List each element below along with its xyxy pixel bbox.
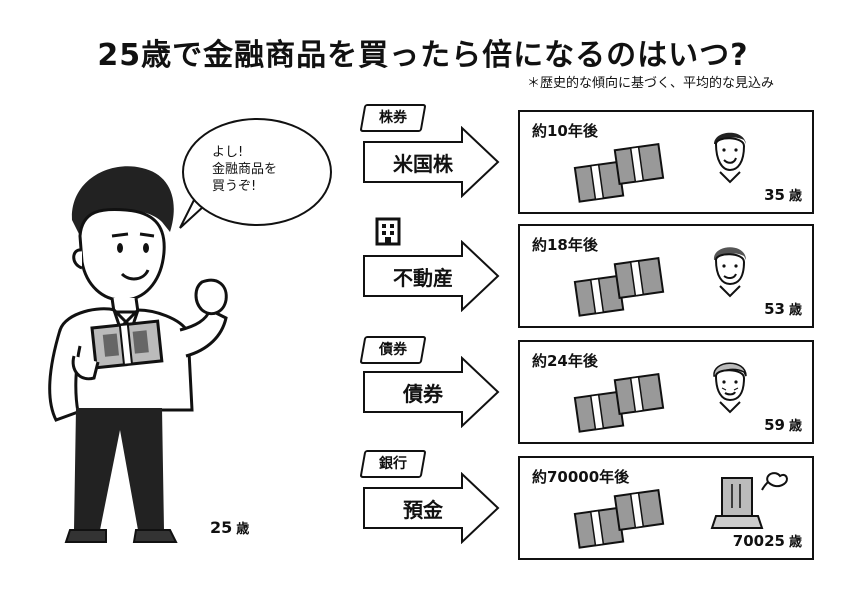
arrow-label: 米国株 <box>393 152 453 176</box>
face-icon <box>708 356 752 418</box>
person-age-value: 25 <box>210 518 233 537</box>
gravestone-icon <box>702 468 792 534</box>
arrow-real-estate: 不動産 <box>362 240 502 312</box>
page-subtitle: ＊歴史的な傾向に基づく、平均的な見込み <box>526 76 774 91</box>
years-label: 約24年後 <box>532 352 598 370</box>
arrow-label: 不動産 <box>393 266 453 290</box>
bubble-line-1: よし! <box>212 145 244 160</box>
face-icon <box>708 126 752 188</box>
cash-bundle-icon <box>568 256 668 322</box>
arrow-bonds: 債券 <box>362 356 502 428</box>
face-icon <box>708 240 752 302</box>
arrow-deposits: 預金 <box>362 472 502 544</box>
years-label: 約70000年後 <box>532 468 630 486</box>
years-label: 約18年後 <box>532 236 598 254</box>
cash-bundle-icon <box>568 372 668 438</box>
bubble-line-3: 買うぞ! <box>212 179 257 194</box>
arrow-label: 債券 <box>403 382 443 406</box>
page-title: 25歳で金融商品を買ったら倍になるのはいつ? <box>97 38 749 73</box>
person-age-unit: 歳 <box>236 522 250 537</box>
speech-bubble: よし! 金融商品を 買うぞ! <box>182 118 332 226</box>
cash-bundle-icon <box>568 488 668 554</box>
person-illustration <box>30 150 230 550</box>
arrow-label: 預金 <box>403 498 443 522</box>
arrow-us-stocks: 米国株 <box>362 126 502 198</box>
man-holding-money-icon <box>48 166 228 543</box>
building-icon <box>374 216 404 250</box>
bubble-line-2: 金融商品を <box>212 162 278 177</box>
cash-bundle-icon <box>568 142 668 208</box>
years-label: 約10年後 <box>532 122 598 140</box>
